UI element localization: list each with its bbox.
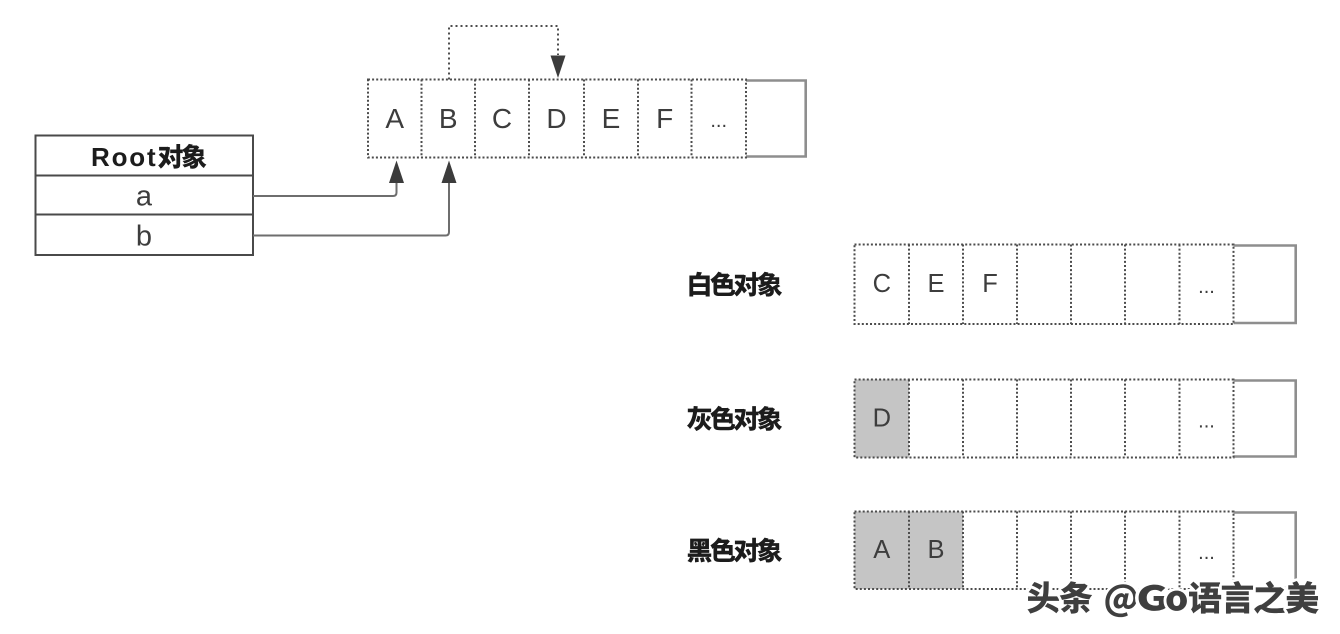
svg-text:B: B (927, 536, 944, 564)
svg-text:D: D (546, 103, 566, 134)
svg-text:B: B (439, 103, 458, 134)
svg-text:C: C (873, 270, 891, 298)
svg-text:a: a (136, 181, 153, 213)
svg-text:...: ... (1198, 542, 1215, 564)
svg-text:F: F (656, 103, 673, 134)
svg-text:...: ... (710, 110, 727, 132)
svg-text:E: E (927, 270, 944, 298)
svg-text:Root: Root (91, 142, 157, 172)
svg-text:A: A (873, 536, 890, 564)
svg-text:b: b (136, 221, 152, 253)
svg-text:F: F (982, 270, 998, 298)
svg-text:C: C (492, 103, 512, 134)
svg-text:A: A (385, 103, 404, 134)
svg-text:...: ... (1198, 276, 1215, 298)
svg-text:E: E (602, 103, 621, 134)
svg-text:...: ... (1198, 411, 1215, 433)
svg-text:D: D (873, 405, 891, 433)
